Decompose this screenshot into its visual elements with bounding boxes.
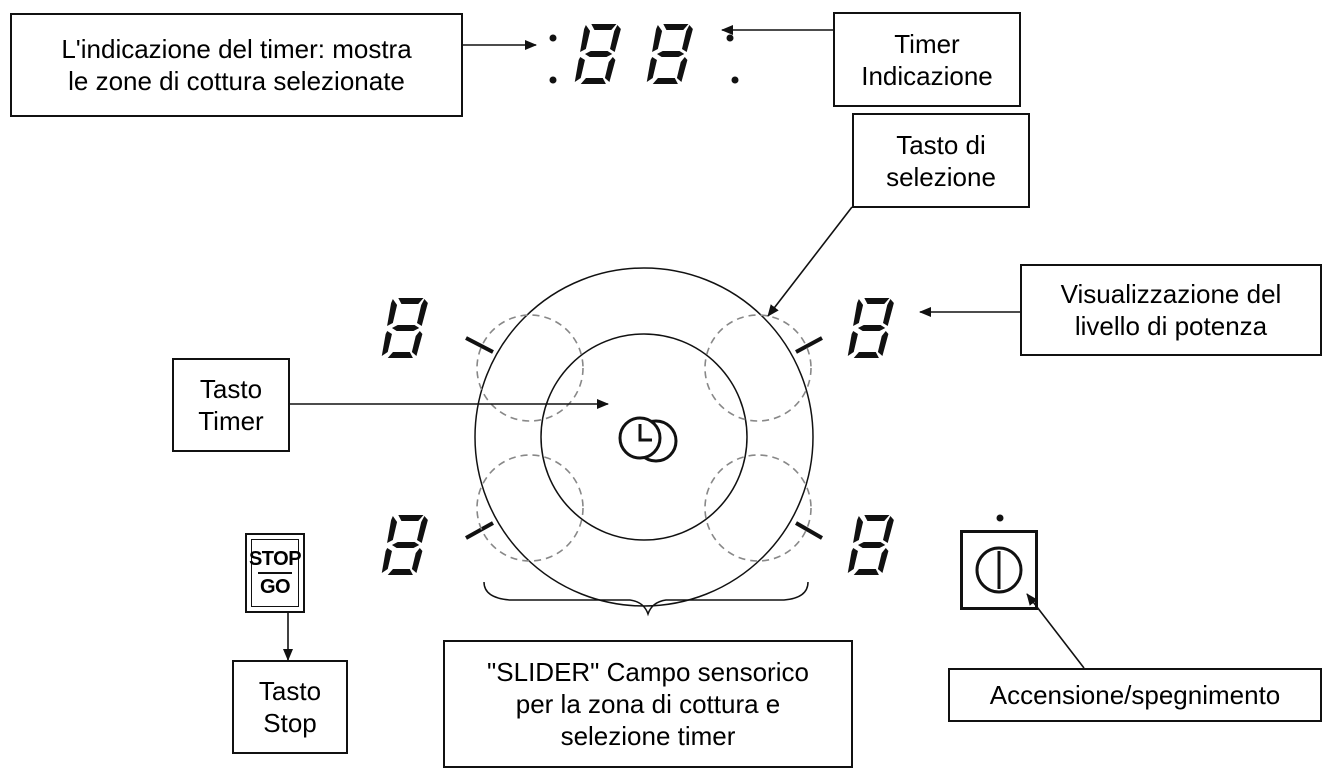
label-slider-field: "SLIDER" Campo sensorico per la zona di … — [443, 640, 853, 768]
timer-dot-bottom-left — [549, 76, 557, 84]
stop-text: STOP — [248, 548, 302, 570]
label-line: Tasto — [199, 374, 263, 404]
label-line: Timer — [198, 406, 264, 436]
timer-digit-2 — [646, 24, 694, 84]
zone-marker-top-right — [795, 336, 823, 354]
label-line: livello di potenza — [1074, 311, 1268, 341]
zone-selector-bottom-left[interactable] — [476, 454, 584, 562]
zone-marker-top-left — [465, 336, 494, 354]
label-line: Accensione/spegnimento — [989, 680, 1281, 710]
label-on-off: Accensione/spegnimento — [948, 668, 1322, 722]
timer-dot-top-left — [549, 34, 557, 42]
label-selection-key: Tasto di selezione — [852, 113, 1030, 208]
power-button[interactable] — [960, 530, 1038, 610]
label-line: Stop — [263, 708, 317, 738]
zone-marker-bottom-right — [795, 521, 823, 540]
stop-go-divider — [258, 572, 292, 574]
power-level-digit-bottom-left — [381, 515, 429, 575]
label-line: Tasto — [258, 676, 322, 706]
label-timer-indication: Timer Indicazione — [833, 12, 1021, 107]
label-line: Visualizzazione del — [1060, 279, 1282, 309]
stop-go-icon[interactable]: STOP GO — [245, 533, 305, 613]
zone-marker-bottom-left — [465, 521, 494, 540]
label-timer-key: Tasto Timer — [172, 358, 290, 452]
label-line: L'indicazione del timer: mostra — [61, 34, 412, 64]
label-timer-indication-desc: L'indicazione del timer: mostra le zone … — [10, 13, 463, 117]
arrow-selection-key — [767, 206, 853, 317]
label-line: Timer — [894, 28, 960, 59]
slider-inner-ring — [540, 333, 748, 541]
label-line: Tasto di — [896, 129, 986, 160]
power-indicator-dot — [996, 514, 1004, 522]
slider-brace — [483, 581, 809, 617]
timer-dot-bottom-right — [731, 76, 739, 84]
power-icon — [975, 546, 1023, 594]
go-text: GO — [259, 576, 291, 598]
label-line: Indicazione — [861, 60, 993, 91]
clock-icon[interactable] — [618, 416, 678, 463]
timer-display — [549, 24, 739, 84]
zone-selector-top-right[interactable] — [704, 314, 812, 422]
label-power-level-display: Visualizzazione del livello di potenza — [1020, 264, 1322, 356]
power-level-digit-bottom-right — [847, 515, 895, 575]
power-level-digit-top-left — [381, 298, 429, 358]
label-line: per la zona di cottura e — [515, 689, 781, 719]
timer-digit-1 — [574, 24, 622, 84]
label-line: le zone di cottura selezionate — [68, 66, 405, 96]
label-line: selezione timer — [560, 721, 736, 751]
label-line: "SLIDER" Campo sensorico — [487, 657, 809, 687]
zone-selector-top-left[interactable] — [476, 314, 584, 422]
label-stop-key: Tasto Stop — [232, 660, 348, 754]
timer-dot-top-right — [726, 34, 734, 42]
zone-selector-bottom-right[interactable] — [704, 454, 812, 562]
power-level-digit-top-right — [847, 298, 895, 358]
label-line: selezione — [886, 161, 996, 192]
